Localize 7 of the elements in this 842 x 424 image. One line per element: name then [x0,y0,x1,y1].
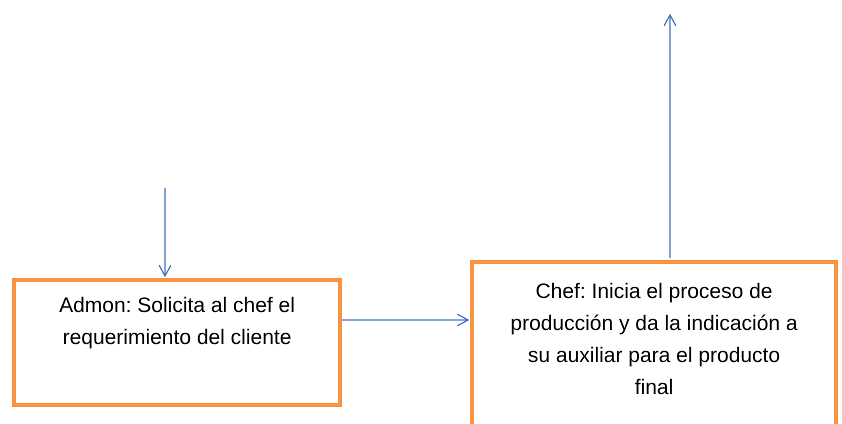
process-box [12,278,342,407]
box-text: Chef: Inicia el proceso de producción y da la indicación a su auxiliar para el producto final [510,279,798,401]
process-box [470,260,838,424]
arrow [342,313,469,327]
box-text: Admon: Solicita al chef el requerimiento del cliente [58,293,296,351]
arrow [663,14,677,258]
arrow [158,188,172,277]
